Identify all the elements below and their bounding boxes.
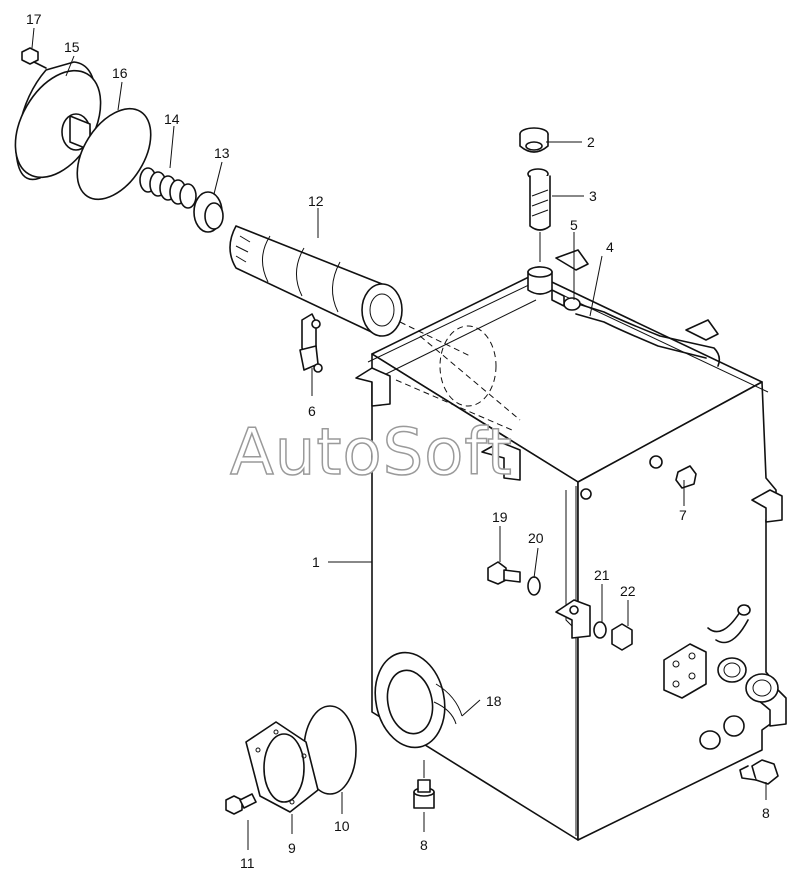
callout-17: 17	[26, 11, 42, 27]
breather-hose	[551, 289, 721, 367]
spring	[139, 167, 197, 209]
tank-fittings	[649, 455, 779, 750]
callout-13: 13	[214, 145, 230, 161]
callout-3: 3	[589, 188, 597, 204]
callout-7: 7	[679, 507, 687, 523]
callout-labels: 1 2 3 4 5 6 7 8 8 9 10 11 12 13 14 15 16…	[26, 11, 770, 871]
callout-2: 2	[587, 134, 595, 150]
callout-10: 10	[334, 818, 350, 834]
callout-6: 6	[308, 403, 316, 419]
callout-15: 15	[64, 39, 80, 55]
callout-18: 18	[486, 693, 502, 709]
callout-8-right: 8	[762, 805, 770, 821]
callout-4: 4	[606, 239, 614, 255]
cover-assembly-bottom	[225, 651, 463, 815]
filler-cap-and-strainer	[519, 127, 553, 295]
side-hardware	[487, 561, 779, 785]
leader-lines	[31, 27, 767, 850]
filter-element	[229, 225, 471, 357]
callout-1: 1	[312, 554, 320, 570]
callout-9: 9	[288, 840, 296, 856]
cover-assembly-top	[14, 47, 224, 233]
callout-19: 19	[492, 509, 508, 525]
callout-20: 20	[528, 530, 544, 546]
callout-16: 16	[112, 65, 128, 81]
clamp-bracket	[299, 313, 323, 373]
callout-12: 12	[308, 193, 324, 209]
callout-5: 5	[570, 217, 578, 233]
tank-body	[355, 249, 787, 841]
watermark: AutoSoft	[230, 416, 513, 490]
callout-11: 11	[240, 855, 255, 871]
callout-21: 21	[594, 567, 610, 583]
callout-22: 22	[620, 583, 636, 599]
callout-14: 14	[164, 111, 180, 127]
callout-8-bottom: 8	[420, 837, 428, 853]
